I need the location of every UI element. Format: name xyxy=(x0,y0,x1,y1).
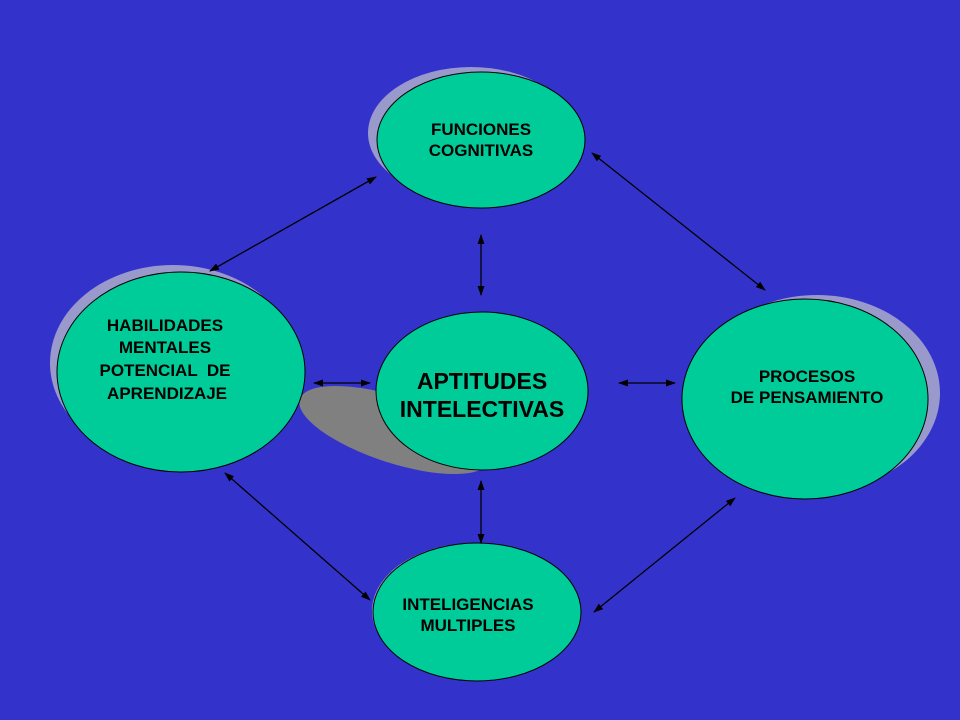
procesos-node xyxy=(681,298,929,500)
arrow-inteligencias-procesos xyxy=(593,497,736,613)
arrow-habilidades-funciones xyxy=(209,176,377,272)
aptitudes-node xyxy=(375,311,589,471)
procesos-label: PROCESOS DE PENSAMIENTO xyxy=(697,362,917,412)
funciones-label: FUNCIONES COGNITIVAS xyxy=(381,105,581,175)
inteligencias-label-line: MULTIPLES xyxy=(420,616,516,635)
arrow-habilidades-inteligencias xyxy=(224,472,371,601)
funciones-label-line: COGNITIVAS xyxy=(428,141,534,160)
habilidades-label: HABILIDADES MENTALES POTENCIAL DE APREND… xyxy=(75,305,255,415)
procesos-label-line: DE PENSAMIENTO xyxy=(730,388,884,407)
inteligencias-label: INTELIGENCIAS MULTIPLES xyxy=(368,588,568,642)
aptitudes-label: APTITUDES INTELECTIVAS xyxy=(392,362,572,430)
aptitudes-label-line: APTITUDES xyxy=(416,368,548,395)
habilidades-label-line: MENTALES xyxy=(118,338,212,358)
aptitudes-label-line: INTELECTIVAS xyxy=(399,396,565,422)
habilidades-node xyxy=(56,271,306,473)
habilidades-label-line: POTENCIAL DE xyxy=(99,361,231,380)
funciones-label-line: FUNCIONES xyxy=(430,119,532,139)
procesos-label-line: PROCESOS xyxy=(758,366,856,386)
habilidades-label-line: APRENDIZAJE xyxy=(102,383,228,403)
inteligencias-node xyxy=(372,542,582,682)
habilidades-label-line: HABILIDADES xyxy=(106,315,224,335)
inteligencias-label-line: INTELIGENCIAS xyxy=(402,594,534,614)
arrow-funciones-procesos xyxy=(591,152,766,291)
funciones-node xyxy=(376,71,586,209)
